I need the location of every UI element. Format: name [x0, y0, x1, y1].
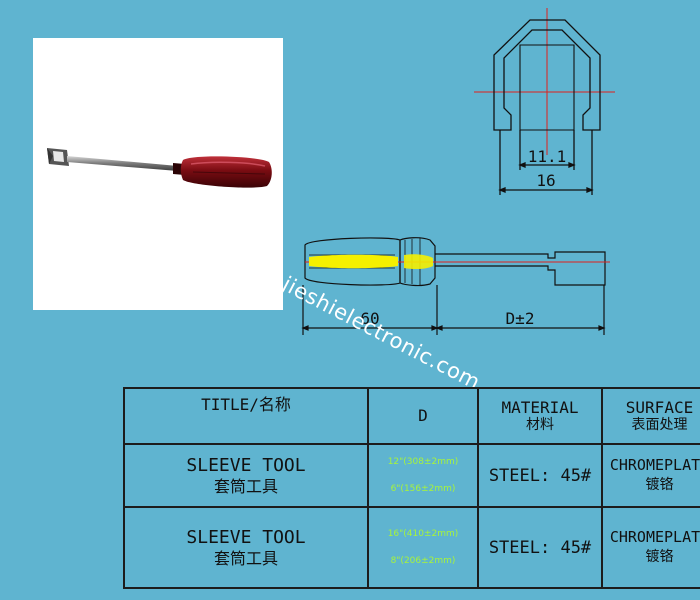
row-d-value: 12"(308±2mm)	[387, 456, 459, 467]
header-surface-en: SURFACE	[625, 398, 694, 417]
row-material: STEEL: 45#	[477, 443, 603, 508]
outer-width-label: 16	[536, 171, 555, 190]
inner-width-label: 11.1	[528, 147, 567, 166]
table-row: SLEEVE TOOL 套筒工具 16"(410±2mm) 8"(206±2mm…	[123, 506, 700, 589]
row-d-value: 6"(156±2mm)	[390, 483, 456, 494]
row-title: SLEEVE TOOL 套筒工具	[123, 506, 369, 589]
row-material: STEEL: 45#	[477, 506, 603, 589]
row-title: SLEEVE TOOL 套筒工具	[123, 443, 369, 508]
table-header-row: TITLE/名称 D MATERIAL 材料 SURFACE 表面处理	[123, 387, 700, 445]
handle-highlight	[309, 254, 398, 269]
row-title-cn: 套筒工具	[213, 548, 278, 568]
header-d: D	[367, 387, 479, 445]
row-title-cn: 套筒工具	[213, 476, 278, 496]
row-d-value: 16"(410±2mm)	[387, 528, 459, 539]
header-material-en: MATERIAL	[501, 398, 579, 417]
row-surface: CHROMEPLATE 镀铬	[601, 443, 700, 508]
header-title: TITLE/名称	[123, 387, 369, 445]
specification-table: TITLE/名称 D MATERIAL 材料 SURFACE 表面处理 SLEE…	[123, 387, 700, 589]
header-material-cn: 材料	[526, 417, 554, 434]
header-surface-cn: 表面处理	[631, 417, 688, 434]
socket-end-view	[474, 8, 615, 195]
shaft-length-label: D±2	[506, 309, 535, 328]
row-title-en: SLEEVE TOOL	[186, 455, 306, 477]
handle-ferrule	[399, 237, 436, 287]
row-surface-en: CHROMEPLATE	[609, 528, 700, 547]
row-d-value: 8"(206±2mm)	[390, 555, 456, 566]
row-title-en: SLEEVE TOOL	[186, 527, 306, 549]
row-surface: CHROMEPLATE 镀铬	[601, 506, 700, 589]
row-surface-en: CHROMEPLATE	[609, 456, 700, 475]
shaft-and-sleeve	[435, 251, 606, 286]
sleeve-tool-photo	[47, 148, 272, 188]
row-surface-cn: 镀铬	[645, 477, 674, 494]
table-row: SLEEVE TOOL 套筒工具 12"(308±2mm) 6"(156±2mm…	[123, 443, 700, 508]
row-d-values: 16"(410±2mm) 8"(206±2mm)	[367, 506, 479, 589]
product-photo	[33, 38, 283, 310]
handle-length-label: 60	[360, 309, 379, 328]
row-d-values: 12"(308±2mm) 6"(156±2mm)	[367, 443, 479, 508]
header-surface: SURFACE 表面处理	[601, 387, 700, 445]
socket-outline	[493, 19, 601, 131]
header-material: MATERIAL 材料	[477, 387, 603, 445]
row-surface-cn: 镀铬	[645, 549, 674, 566]
